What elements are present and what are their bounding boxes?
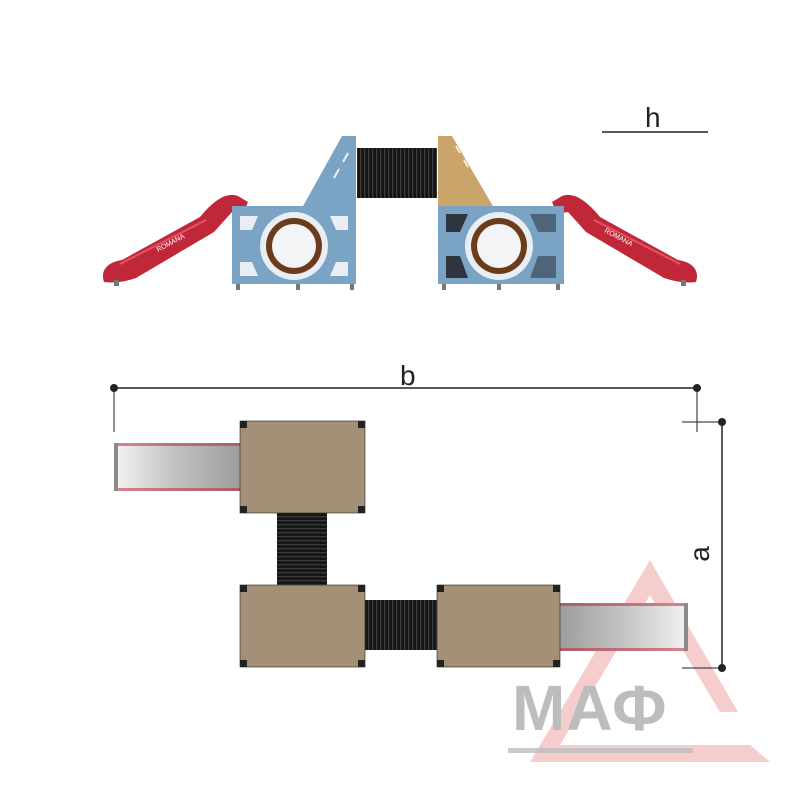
plan-left-slide	[114, 443, 242, 491]
plan-tunnel-vertical	[277, 512, 327, 588]
right-tower	[438, 136, 564, 290]
plan-view	[110, 384, 726, 672]
plan-tunnel-horizontal	[362, 600, 440, 650]
left-tower	[232, 136, 356, 290]
watermark-text: МАФ	[512, 672, 668, 744]
dimension-label-length: b	[400, 360, 416, 391]
dimension-label-height: h	[645, 102, 661, 133]
plan-deck-top	[239, 420, 366, 514]
plan-right-slide	[558, 603, 688, 651]
side-elevation-view: ROMANA ROMANA	[102, 131, 708, 290]
plan-deck-bottom-right	[436, 584, 561, 668]
watermark-logo	[508, 560, 770, 762]
dimension-a	[682, 418, 726, 672]
side-tunnel	[357, 148, 437, 198]
triangle-logo-icon	[530, 560, 770, 762]
right-slide: ROMANA	[552, 194, 698, 286]
dimension-b	[110, 384, 701, 432]
plan-deck-bottom-left	[239, 584, 366, 668]
left-slide: ROMANA	[102, 194, 248, 286]
dimension-label-width: a	[683, 546, 715, 562]
